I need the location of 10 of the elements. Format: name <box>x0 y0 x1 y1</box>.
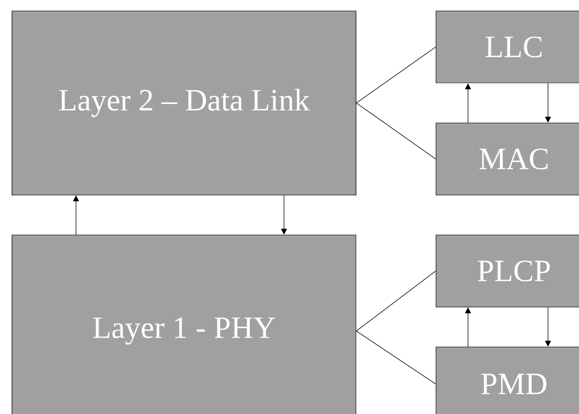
sublayer-box: LLC <box>436 10 579 84</box>
layer-box: Layer 2 – Data Link <box>12 10 356 196</box>
connector-line <box>356 270 436 332</box>
sublayer-box: PLCP <box>436 234 579 308</box>
sublayer-box: MAC <box>436 122 579 196</box>
connector-line <box>356 46 436 104</box>
connector-line <box>356 330 436 384</box>
sublayer-box: PMD <box>436 346 579 414</box>
layer-box: Layer 1 - PHY <box>12 234 356 414</box>
connector-line <box>356 102 436 160</box>
